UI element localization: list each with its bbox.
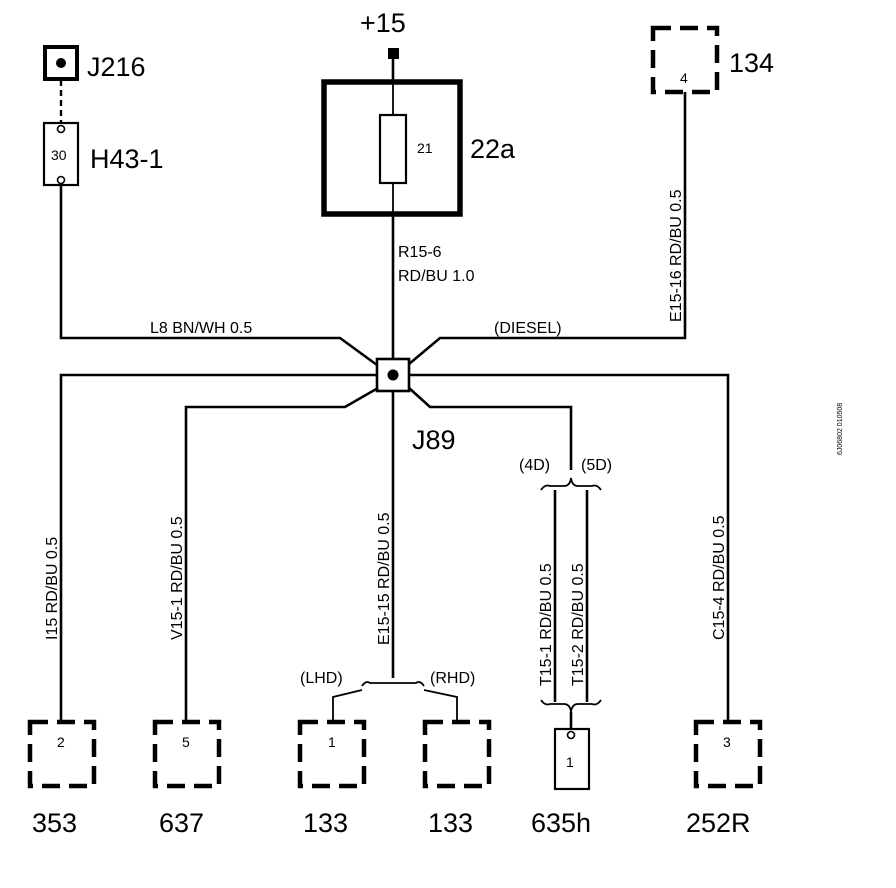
relay-pin: 30 (51, 147, 67, 163)
fuse-number: 21 (417, 140, 433, 156)
wire-c15-4 (409, 373, 730, 722)
splice-label: J89 (412, 425, 456, 455)
supply-terminal (388, 48, 399, 59)
connector-252r-pin: 3 (723, 734, 731, 750)
fuse-box-label: 22a (470, 134, 516, 164)
reference-code: 6J06802 010508 (837, 403, 844, 455)
variant-brace-4d-5d (540, 477, 602, 491)
wire-e15-15-label: E15-15 RD/BU 0.5 (376, 512, 393, 645)
wire-r15-6-spec: RD/BU 1.0 (398, 268, 475, 285)
connector-133-lhd-label: 133 (303, 808, 348, 838)
wire-l8 (59, 185, 378, 367)
connector-j216 (43, 45, 79, 81)
connector-353 (27, 719, 97, 789)
wire-i15 (59, 373, 377, 722)
connector-134 (650, 25, 720, 95)
connector-134-pin: 4 (680, 70, 688, 86)
connector-133-lhd (297, 719, 367, 789)
splice-dot (387, 369, 399, 381)
wire-e15-16 (408, 92, 687, 365)
wire-r15-6-id: R15-6 (398, 244, 442, 261)
wire-v15-1 (184, 386, 379, 722)
wire-i15-label: I15 RD/BU 0.5 (44, 537, 61, 640)
wire-v15-1-label: V15-1 RD/BU 0.5 (169, 516, 186, 640)
relay-label: H43-1 (90, 144, 164, 174)
connector-133-lhd-pin: 1 (328, 734, 336, 750)
variant-5d: (5D) (581, 457, 612, 474)
wire-l8-label: L8 BN/WH 0.5 (150, 320, 252, 337)
supply-label: +15 (360, 8, 406, 38)
connector-637-pin: 5 (182, 734, 190, 750)
connector-134-label: 134 (729, 48, 774, 78)
connector-635h-pin: 1 (566, 754, 574, 770)
fuse-21 (378, 113, 408, 185)
wire-e15-16-label: E15-16 RD/BU 0.5 (668, 189, 685, 322)
wire-t15-2-label: T15-2 RD/BU 0.5 (570, 563, 587, 686)
connector-637-label: 637 (159, 808, 204, 838)
relay-h43-1 (42, 121, 80, 187)
variant-4d: (4D) (519, 457, 550, 474)
connector-353-pin: 2 (57, 734, 65, 750)
connector-353-label: 353 (32, 808, 77, 838)
wire-diesel: (DIESEL) (494, 320, 562, 337)
connector-133-rhd (422, 719, 492, 789)
wire-c15-4-label: C15-4 RD/BU 0.5 (711, 515, 728, 640)
connector-252r (693, 719, 763, 789)
connector-635h-label: 635h (531, 808, 591, 838)
connector-252r-label: 252R (686, 808, 751, 838)
variant-rhd: (RHD) (430, 670, 475, 687)
variant-lhd: (LHD) (300, 670, 343, 687)
variant-brace-bottom (540, 699, 602, 713)
variant-brace-lhd-rhd (361, 681, 425, 687)
wire-t15-trunk (408, 387, 573, 470)
connector-637 (152, 719, 222, 789)
connector-j216-label: J216 (87, 52, 146, 82)
connector-133-rhd-label: 133 (428, 808, 473, 838)
wire-rhd (423, 689, 458, 722)
wire-lhd (332, 689, 363, 722)
wire-t15-1-label: T15-1 RD/BU 0.5 (538, 563, 555, 686)
